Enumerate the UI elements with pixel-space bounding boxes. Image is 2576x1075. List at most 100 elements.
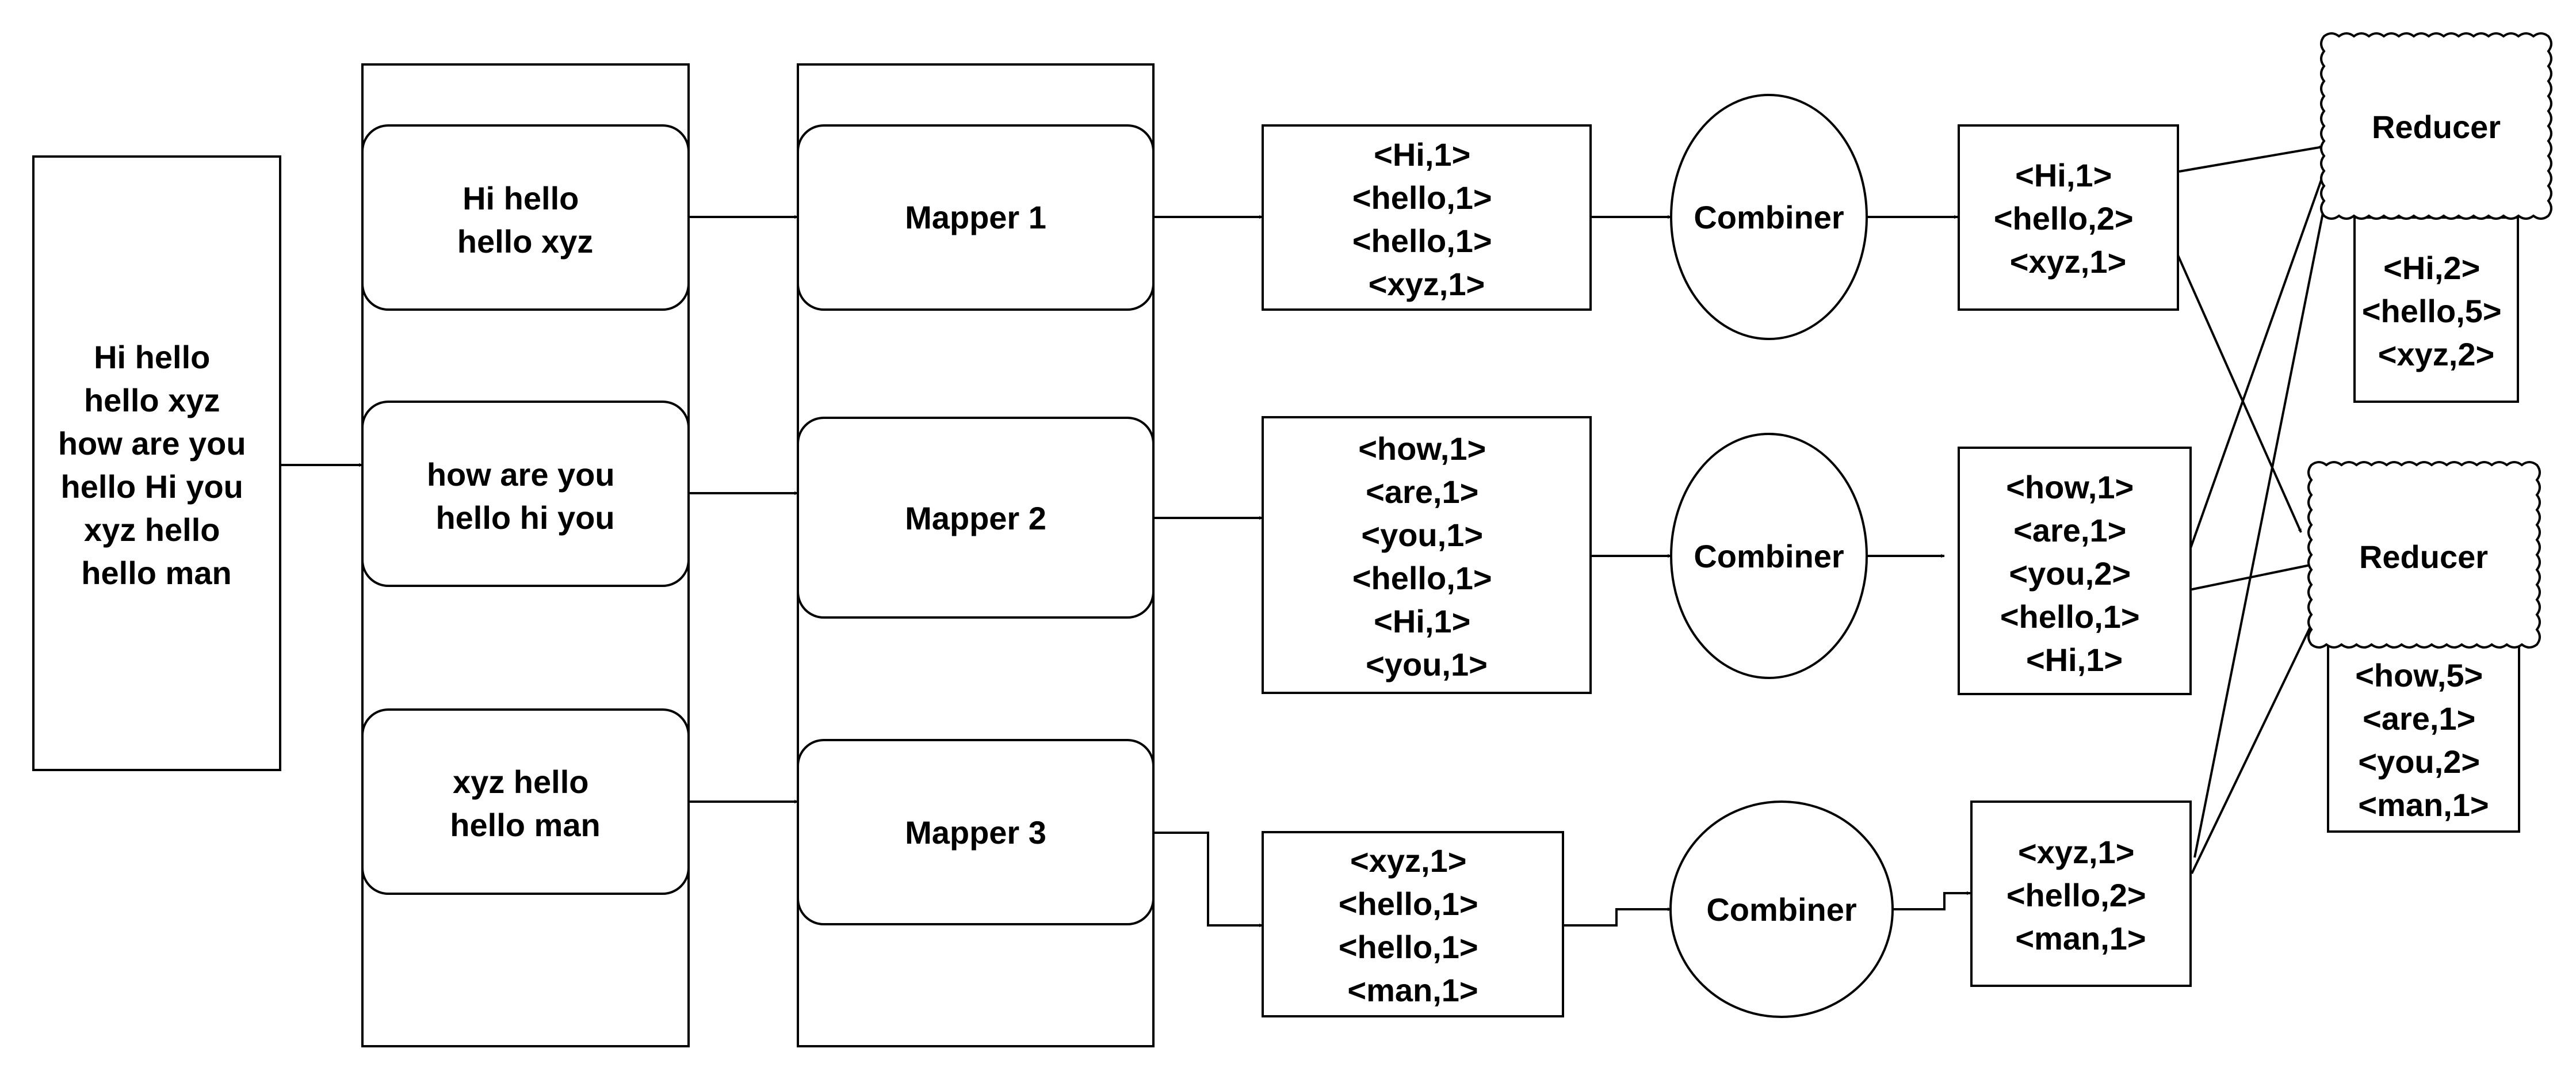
map-output-line: <Hi,1> bbox=[1374, 136, 1470, 173]
map-output-box bbox=[1262, 124, 1592, 311]
map-output-line: <are,1> bbox=[1366, 474, 1478, 510]
combiner-output-line: <hello,2> bbox=[1994, 200, 2134, 237]
reducer-output-text: <Hi,2> <hello,5> <xyz,2> bbox=[2362, 250, 2510, 372]
map-output-line: <you,1> bbox=[1361, 517, 1483, 553]
combiner-output-text: <xyz,1> <hello,2> <man,1> bbox=[2006, 834, 2155, 956]
input-line: hello Hi you bbox=[61, 468, 243, 505]
combiner-output-line: <Hi,1> bbox=[2026, 642, 2123, 678]
reducer-node-2: <how,5> <are,1> <you,2> <man,1> Reducer bbox=[2307, 461, 2541, 833]
combiner-output-text: <how,1> <are,1> <you,2> <hello,1> <Hi,1> bbox=[2000, 469, 2149, 678]
combiner-output-box bbox=[1958, 447, 2192, 695]
combiner-ellipse bbox=[1670, 94, 1868, 340]
combiner-label: Combiner bbox=[1694, 538, 1844, 574]
combiner-output-line: <xyz,1> bbox=[2010, 243, 2126, 280]
split-box bbox=[361, 124, 690, 311]
mapper-box bbox=[797, 124, 1155, 311]
combiner-node-1: Combiner bbox=[1670, 94, 1868, 340]
mapper-node-3: Mapper 3 bbox=[797, 739, 1155, 925]
combiner-output-line: <xyz,1> bbox=[2018, 834, 2134, 870]
map-output-box bbox=[1262, 416, 1592, 694]
reducer-output-line: <how,5> bbox=[2355, 657, 2483, 693]
connectors bbox=[280, 145, 2333, 928]
output3-to-combiner3-edge bbox=[1563, 907, 1672, 927]
result2-to-reducer1-edge bbox=[2188, 163, 2328, 552]
split-node-3: xyz hello hello man bbox=[361, 708, 690, 895]
map-output-2: <how,1> <are,1> <you,1> <hello,1> <Hi,1>… bbox=[1262, 416, 1592, 694]
combiner-output-line: <hello,2> bbox=[2006, 877, 2146, 913]
reducer-output-line: <Hi,2> bbox=[2383, 250, 2480, 286]
map-output-line: <xyz,1> bbox=[1350, 843, 1466, 879]
split-text: xyz hello hello man bbox=[450, 764, 600, 843]
combiner-output-box bbox=[1970, 800, 2192, 987]
mapper-node-2: Mapper 2 bbox=[797, 417, 1155, 619]
reducer-output-line: <are,1> bbox=[2363, 700, 2475, 737]
input-node: Hi hello hello xyz how are you hello Hi … bbox=[32, 155, 281, 771]
combiner-output-line: <how,1> bbox=[2006, 469, 2134, 505]
combiner-output-text: <Hi,1> <hello,2> <xyz,1> bbox=[1994, 157, 2142, 280]
result3-to-reducer1-edge bbox=[2193, 172, 2333, 858]
mapper3-to-output3-edge bbox=[1153, 832, 1263, 928]
reducer-label: Reducer bbox=[2372, 109, 2501, 145]
mapper-node-1: Mapper 1 bbox=[797, 124, 1155, 311]
map-output-box bbox=[1262, 831, 1564, 1017]
combiner-node-3: Combiner bbox=[1669, 800, 1894, 1018]
reducer-output-line: <hello,5> bbox=[2362, 293, 2502, 329]
input-box bbox=[32, 155, 281, 771]
map-output-line: <hello,1> bbox=[1339, 886, 1478, 922]
split-line: how are you bbox=[427, 456, 615, 493]
map-output-line: <xyz,1> bbox=[1369, 266, 1485, 302]
result3-to-reducer2-edge bbox=[2191, 604, 2322, 874]
map-output-text: <how,1> <are,1> <you,1> <hello,1> <Hi,1>… bbox=[1352, 430, 1501, 683]
reducer-output-line: <man,1> bbox=[2358, 787, 2489, 823]
map-output-line: <Hi,1> bbox=[1374, 603, 1470, 639]
result1-to-reducer2-edge bbox=[2173, 247, 2302, 533]
reducer-node-1: <Hi,2> <hello,5> <xyz,2> Reducer bbox=[2320, 32, 2552, 403]
combiner-output-line: <man,1> bbox=[2015, 920, 2146, 956]
map-output-text: <xyz,1> <hello,1> <hello,1> <man,1> bbox=[1339, 843, 1487, 1008]
split-text: how are you hello hi you bbox=[427, 456, 624, 536]
split-line: xyz hello bbox=[453, 764, 589, 800]
combiner-output-line: <Hi,1> bbox=[2015, 157, 2112, 193]
input-line: how are you bbox=[58, 425, 246, 462]
combiner-output-2: <how,1> <are,1> <you,2> <hello,1> <Hi,1> bbox=[1958, 447, 2192, 695]
mapper-column: Mapper 1 Mapper 2 Mapper 3 bbox=[797, 63, 1155, 1047]
input-line: Hi hello bbox=[94, 339, 210, 375]
reducer-cloud-box bbox=[2320, 32, 2552, 220]
combiner-ellipse bbox=[1670, 433, 1868, 679]
combiner-output-line: <hello,1> bbox=[2000, 599, 2140, 635]
reducer-output-line: <you,2> bbox=[2358, 744, 2480, 780]
mapper-box bbox=[797, 739, 1155, 925]
input-line: hello man bbox=[81, 555, 231, 591]
map-output-line: <how,1> bbox=[1358, 430, 1486, 467]
combiner-label: Combiner bbox=[1694, 199, 1844, 235]
split-line: hello man bbox=[450, 807, 600, 843]
reducer-output-text: <how,5> <are,1> <you,2> <man,1> bbox=[2355, 657, 2492, 823]
split-box bbox=[361, 401, 690, 587]
mapper-label: Mapper 1 bbox=[905, 199, 1046, 235]
input-text: Hi hello hello xyz how are you hello Hi … bbox=[58, 339, 255, 591]
mapper-box bbox=[797, 417, 1155, 619]
combiner-label: Combiner bbox=[1706, 891, 1856, 928]
map-output-line: <hello,1> bbox=[1339, 929, 1478, 965]
split-line: hello xyz bbox=[457, 223, 594, 260]
combiner-output-line: <are,1> bbox=[2013, 512, 2126, 548]
map-output-1: <Hi,1> <hello,1> <hello,1> <xyz,1> bbox=[1262, 124, 1592, 311]
map-output-text: <Hi,1> <hello,1> <hello,1> <xyz,1> bbox=[1352, 136, 1501, 302]
combiner-output-1: <Hi,1> <hello,2> <xyz,1> bbox=[1958, 124, 2179, 311]
map-output-line: <hello,1> bbox=[1352, 560, 1492, 596]
mapper-label: Mapper 3 bbox=[905, 814, 1046, 851]
split-line: hello hi you bbox=[435, 500, 614, 536]
reducer-output-line: <xyz,2> bbox=[2378, 336, 2494, 372]
reducer-label: Reducer bbox=[2359, 539, 2488, 575]
reducer-cloud-box bbox=[2307, 461, 2541, 649]
combiner-output-box bbox=[1958, 124, 2179, 311]
map-output-3: <xyz,1> <hello,1> <hello,1> <man,1> bbox=[1262, 831, 1564, 1017]
map-output-line: <man,1> bbox=[1347, 972, 1478, 1008]
map-output-line: <you,1> bbox=[1366, 646, 1488, 683]
map-output-line: <hello,1> bbox=[1352, 223, 1492, 259]
input-line: hello xyz bbox=[84, 382, 220, 418]
result1-to-reducer1-edge bbox=[2178, 145, 2323, 173]
combiner3-to-result3-edge bbox=[1893, 891, 1971, 910]
split-column: Hi hello hello xyz how are you hello hi … bbox=[361, 63, 690, 1047]
